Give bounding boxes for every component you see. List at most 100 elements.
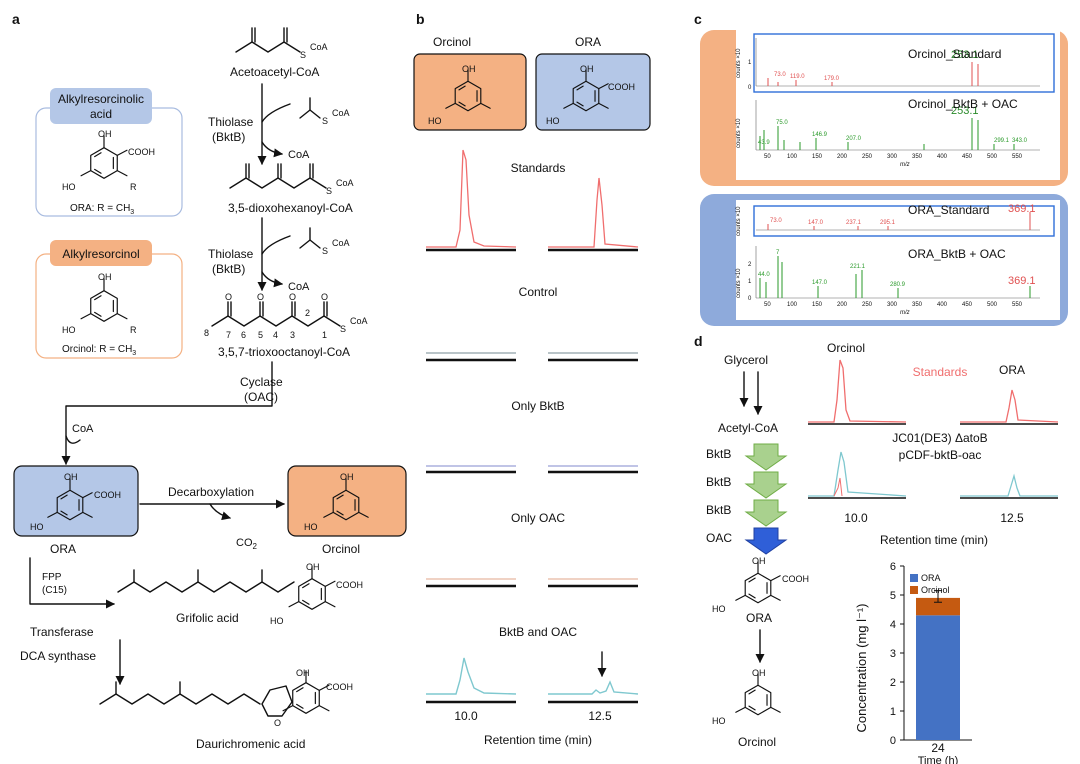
thiolase-2-line2: (BktB) — [212, 262, 245, 276]
cooh-label: COOH — [336, 580, 363, 590]
transferase-arrow — [29, 557, 115, 609]
bktb-oac-ora-trace — [548, 680, 639, 695]
ora-standard-label: ORA_Standard — [908, 203, 989, 217]
cooh-label: COOH — [782, 574, 809, 584]
ms-x-tick: 50 — [764, 302, 771, 308]
x-axis-label-d: Retention time (min) — [880, 533, 988, 547]
ms-x-tick: 400 — [937, 154, 948, 160]
ora-ms-panel — [736, 200, 1060, 320]
s-atom: S — [300, 50, 306, 60]
ho-label: HO — [62, 325, 76, 335]
r-label: R — [130, 325, 137, 335]
ho-label: HO — [712, 716, 726, 726]
chart-y-tick-label: 4 — [890, 619, 896, 631]
o-atom: O — [274, 718, 281, 728]
dioxohexanoyl-chain — [229, 177, 327, 189]
ms-peak-label: 179.0 — [824, 76, 840, 82]
coa-release-3: CoA — [72, 423, 94, 435]
oh-label: OH — [340, 472, 354, 482]
bktb-step-arrow — [744, 443, 788, 471]
oh-label: OH — [752, 668, 766, 678]
ms-x-tick: 450 — [962, 154, 973, 160]
cooh-label: COOH — [326, 682, 353, 692]
r-label: R — [130, 182, 137, 192]
ms-x-tick: 550 — [1012, 154, 1023, 160]
ms-x-axis: m/z — [900, 310, 910, 316]
ms-main-peak: 253.1 — [951, 105, 979, 117]
grifolic-acid-label: Grifolic acid — [176, 611, 239, 625]
x-axis-label: Retention time (min) — [484, 733, 592, 747]
orcinol-peak-label: Orcinol — [827, 341, 865, 355]
transferase-label: Transferase — [30, 625, 94, 639]
bktb-step-arrow — [744, 471, 788, 499]
thiolase-1-line1: Thiolase — [208, 115, 254, 129]
x-tick-12-5: 12.5 — [588, 709, 612, 723]
carbon-number: 2 — [305, 308, 310, 318]
orcinol-name: Orcinol — [322, 542, 360, 556]
oh-label: OH — [580, 64, 594, 74]
ho-label: HO — [546, 116, 560, 126]
coa-atom: CoA — [332, 108, 350, 118]
ms-peak-label: 146.9 — [812, 132, 828, 138]
orcinol-header-box — [413, 53, 527, 131]
chart-y-tick-label: 6 — [890, 561, 896, 573]
ms-peak-label: 119.0 — [790, 74, 805, 80]
condition-only-bktb: Only BktB — [511, 399, 564, 413]
standards-label: Standards — [913, 365, 968, 379]
chart-y-tick-label: 3 — [890, 648, 896, 660]
error-bar — [934, 590, 942, 603]
legend-orcinol-swatch — [910, 586, 918, 594]
daurichromenic-label: Daurichromenic acid — [196, 737, 305, 751]
o-atom: O — [289, 292, 296, 302]
chart-y-label: Concentration (mg l⁻¹) — [854, 604, 869, 733]
dca-chain — [99, 693, 261, 705]
carbon-number: 7 — [226, 330, 231, 340]
ms-peak-label: 221.1 — [850, 264, 866, 270]
s-atom: S — [340, 324, 346, 334]
carbon-numbers: 8 7 6 5 4 3 2 1 — [204, 308, 327, 340]
ms-x-tick: 200 — [837, 302, 848, 308]
ms-y-tick: 0 — [748, 296, 752, 302]
ms-x-ticks: 50 100 150 200 250 300 350 400 450 500 5… — [764, 302, 1023, 308]
ms-peak-label: 237.1 — [846, 220, 862, 226]
ms-peak-label: 207.0 — [846, 136, 862, 142]
thiolase-1-line2: (BktB) — [212, 130, 245, 144]
condition-only-oac: Only OAC — [511, 511, 565, 525]
panel-label-a: a — [12, 11, 20, 27]
alkylresorcinol-tag — [50, 240, 152, 266]
ora-standard-frame — [753, 205, 1055, 237]
ms-main-peak: 369.1 — [1008, 203, 1036, 215]
ora-general-structure — [81, 136, 127, 179]
bktb-oac-orcinol-trace — [426, 657, 517, 695]
ms-x-tick: 300 — [887, 154, 898, 160]
o-atom: O — [257, 292, 264, 302]
cyclase-arrow — [61, 361, 273, 465]
ms-x-tick: 250 — [862, 302, 873, 308]
alkylresorcinolic-label-2: acid — [90, 107, 112, 121]
cooh-label: COOH — [94, 490, 121, 500]
ms-x-tick: 200 — [837, 154, 848, 160]
oh-label: OH — [98, 272, 112, 282]
coa-atom: CoA — [336, 178, 354, 188]
ms-x-tick: 300 — [887, 302, 898, 308]
coa-release-1: CoA — [288, 149, 310, 161]
ora-header-box — [535, 53, 651, 131]
s-atom: S — [322, 246, 328, 256]
ora-name: ORA — [50, 542, 76, 556]
orcinol-standard-label: Orcinol_Standard — [908, 47, 1001, 61]
ho-label: HO — [304, 522, 318, 532]
grifolic-ring — [289, 567, 335, 610]
orcinol-caption: Orcinol: R = CH3 — [62, 344, 136, 357]
ms-x-tick: 50 — [764, 154, 771, 160]
ms-peak-label: 73.0 — [770, 218, 782, 224]
orcinol-header: Orcinol — [433, 35, 471, 49]
cooh-label: COOH — [128, 147, 155, 157]
alkylresorcinolic-acid-box — [35, 107, 183, 217]
y-axis-label: counts ×10 — [736, 268, 742, 298]
ms-peak-label: 295.1 — [880, 220, 896, 226]
x-tick-10: 10.0 — [454, 709, 478, 723]
ms-peak-label: 147.0 — [808, 220, 824, 226]
chart-x-label: Time (h) — [918, 755, 959, 764]
ms-x-tick: 350 — [912, 302, 923, 308]
